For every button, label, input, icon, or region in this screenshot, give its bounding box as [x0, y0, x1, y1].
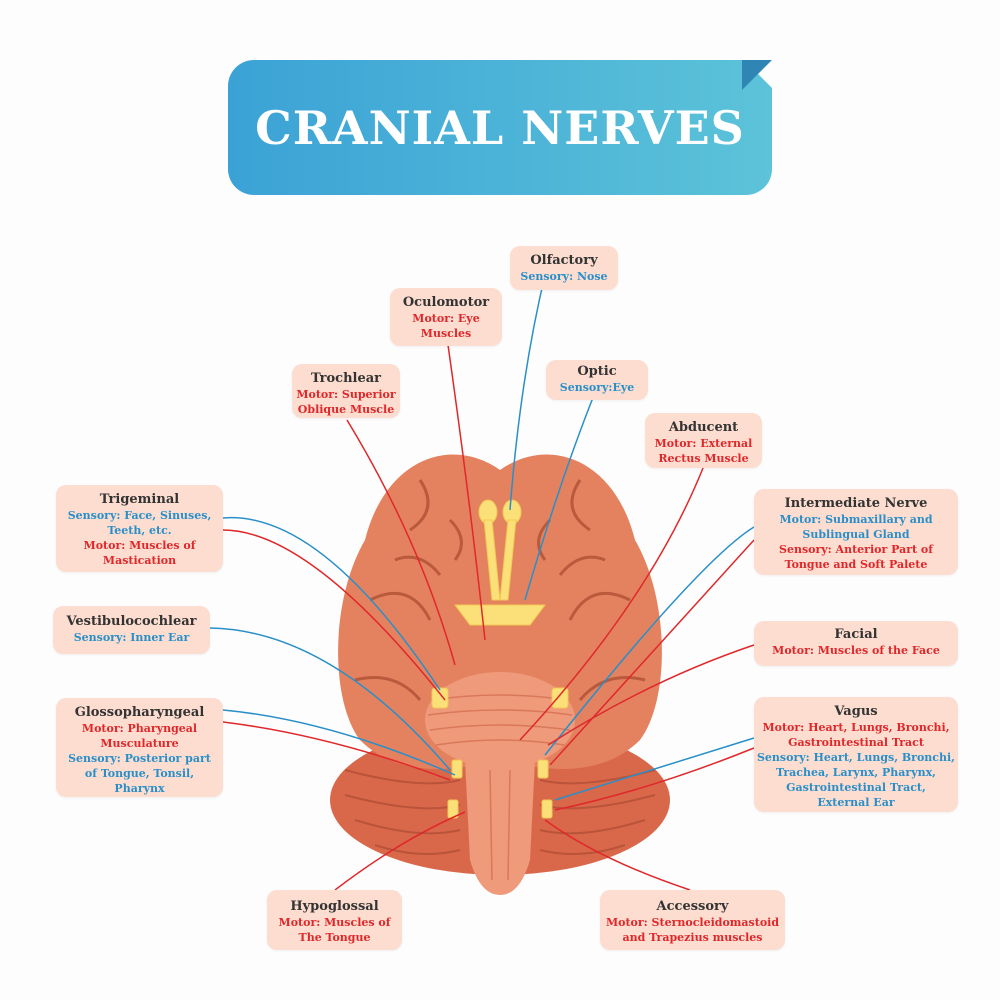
banner-fold — [742, 60, 772, 90]
pons — [425, 672, 575, 768]
brainstem — [465, 760, 535, 895]
connector-lines — [209, 274, 755, 891]
page-title: CRANIAL NERVES — [255, 100, 745, 155]
title-banner: CRANIAL NERVES — [228, 60, 772, 195]
nerve-roots — [431, 499, 569, 819]
